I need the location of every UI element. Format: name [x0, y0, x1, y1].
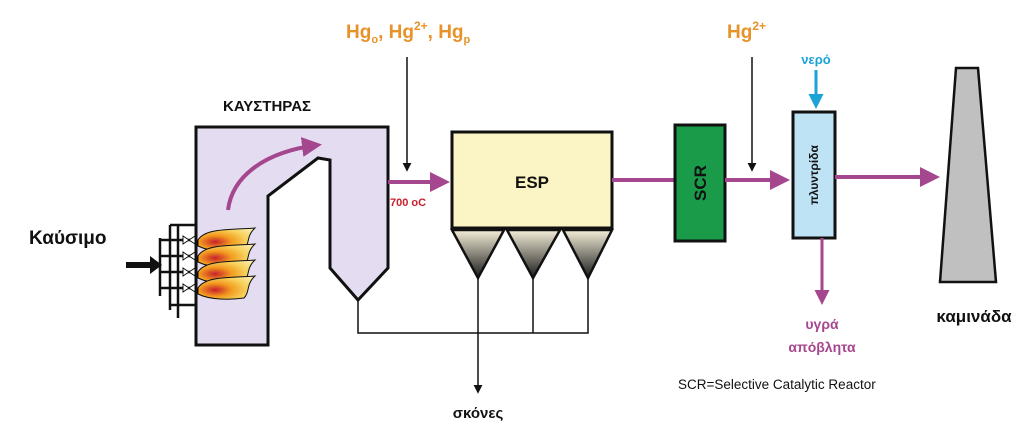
- liquid-waste-label-1: υγρά: [805, 316, 839, 332]
- water-label: νερό: [801, 52, 830, 67]
- esp-label: ESP: [515, 173, 549, 192]
- burner-valves: [182, 235, 196, 293]
- dust-collection-lines: [357, 278, 589, 334]
- esp-hoppers: [449, 228, 615, 281]
- stack: [938, 66, 998, 284]
- scrubber-box: [791, 110, 837, 240]
- fuel-arrowhead: [150, 256, 162, 274]
- scr-note: SCR=Selective Catalytic Reactor: [678, 377, 876, 392]
- scr-label: SCR: [691, 165, 710, 201]
- liquid-waste-label-2: απόβλητα: [788, 339, 856, 355]
- mercury-inlet-label: Hgo, Hg2+, Hgp: [346, 19, 471, 46]
- stack-label: καμινάδα: [936, 307, 1012, 326]
- esp-box: [450, 130, 614, 230]
- dust-label: σκόνες: [453, 405, 504, 422]
- temperature-label: 700 oC: [390, 197, 426, 209]
- boiler-flow-arrow: [226, 137, 322, 211]
- burner-flames: [197, 227, 257, 300]
- scrubber-label: πλυντρίδα: [807, 145, 821, 205]
- scr-box: [673, 123, 727, 243]
- fuel-label: Καύσιμο: [29, 228, 107, 249]
- boiler-label: ΚΑΥΣΤΗΡΑΣ: [223, 98, 311, 115]
- mercury-scr-label: Hg2+: [727, 19, 766, 43]
